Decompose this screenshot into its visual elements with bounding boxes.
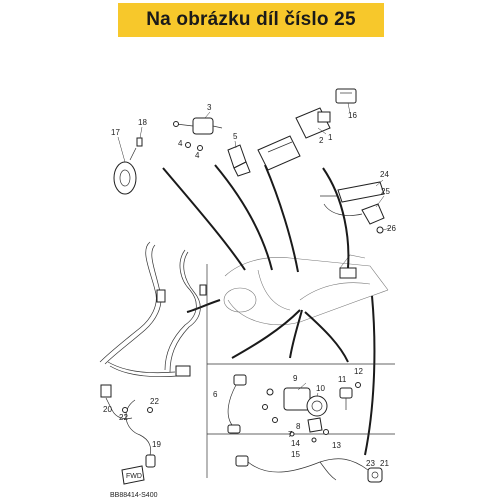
connector-2 bbox=[257, 135, 301, 171]
label-22a: 22 bbox=[150, 397, 159, 406]
parts-diagram: FWD 17 18 3 4 4 5 1 2 16 24 25 26 6 9 10… bbox=[99, 88, 396, 499]
banner-text: Na obrázku díl číslo 25 bbox=[146, 9, 356, 30]
label-9: 9 bbox=[293, 374, 298, 383]
label-2: 2 bbox=[319, 136, 324, 145]
label-7: 7 bbox=[288, 430, 293, 439]
fwd-indicator: FWD bbox=[121, 465, 145, 485]
plug-cap-5 bbox=[227, 144, 251, 177]
diagram-code: BB88414-S400 bbox=[110, 492, 158, 499]
label-4a: 4 bbox=[178, 139, 183, 148]
label-leaders bbox=[117, 102, 391, 397]
frame-outline bbox=[223, 254, 389, 326]
label-17: 17 bbox=[111, 128, 120, 137]
wiring-leaders bbox=[162, 164, 376, 456]
label-22b: 22 bbox=[119, 413, 128, 422]
label-5: 5 bbox=[233, 132, 238, 141]
label-15: 15 bbox=[291, 450, 300, 459]
label-25: 25 bbox=[381, 187, 390, 196]
label-11: 11 bbox=[338, 375, 347, 384]
part-labels: 17 18 3 4 4 5 1 2 16 24 25 26 6 9 10 11 … bbox=[103, 103, 396, 468]
fwd-label: FWD bbox=[126, 473, 142, 480]
speed-sensor-6 bbox=[227, 374, 247, 434]
horn bbox=[113, 147, 137, 195]
abs-sensor-19 bbox=[122, 399, 156, 468]
relay-3 bbox=[173, 117, 223, 135]
label-8: 8 bbox=[296, 422, 301, 431]
label-24: 24 bbox=[380, 170, 389, 179]
label-6: 6 bbox=[213, 390, 218, 399]
label-26: 26 bbox=[387, 224, 396, 233]
rear-harness bbox=[235, 455, 383, 483]
part-number-banner: Na obrázku díl číslo 25 bbox=[118, 3, 384, 37]
label-14: 14 bbox=[291, 439, 300, 448]
horn-bolt bbox=[136, 137, 143, 147]
label-23: 23 bbox=[366, 459, 375, 468]
front-brake-hoses bbox=[99, 241, 207, 420]
label-19: 19 bbox=[152, 440, 161, 449]
label-16: 16 bbox=[348, 111, 357, 120]
label-18: 18 bbox=[138, 118, 147, 127]
sensor-24 bbox=[320, 181, 385, 203]
label-21: 21 bbox=[380, 459, 389, 468]
label-12: 12 bbox=[354, 367, 363, 376]
label-1: 1 bbox=[328, 133, 333, 142]
bolt-12 bbox=[355, 382, 361, 388]
label-10: 10 bbox=[316, 384, 325, 393]
label-4b: 4 bbox=[195, 151, 200, 160]
sensor-11 bbox=[339, 387, 353, 410]
label-13: 13 bbox=[332, 441, 341, 450]
bolt-26 bbox=[376, 226, 384, 234]
screws-4 bbox=[185, 142, 203, 151]
label-20: 20 bbox=[103, 405, 112, 414]
connector-1 bbox=[295, 107, 331, 139]
connector-16 bbox=[335, 88, 357, 104]
sensor-25 bbox=[323, 203, 385, 225]
label-3: 3 bbox=[207, 103, 212, 112]
divider-lines bbox=[206, 264, 395, 478]
